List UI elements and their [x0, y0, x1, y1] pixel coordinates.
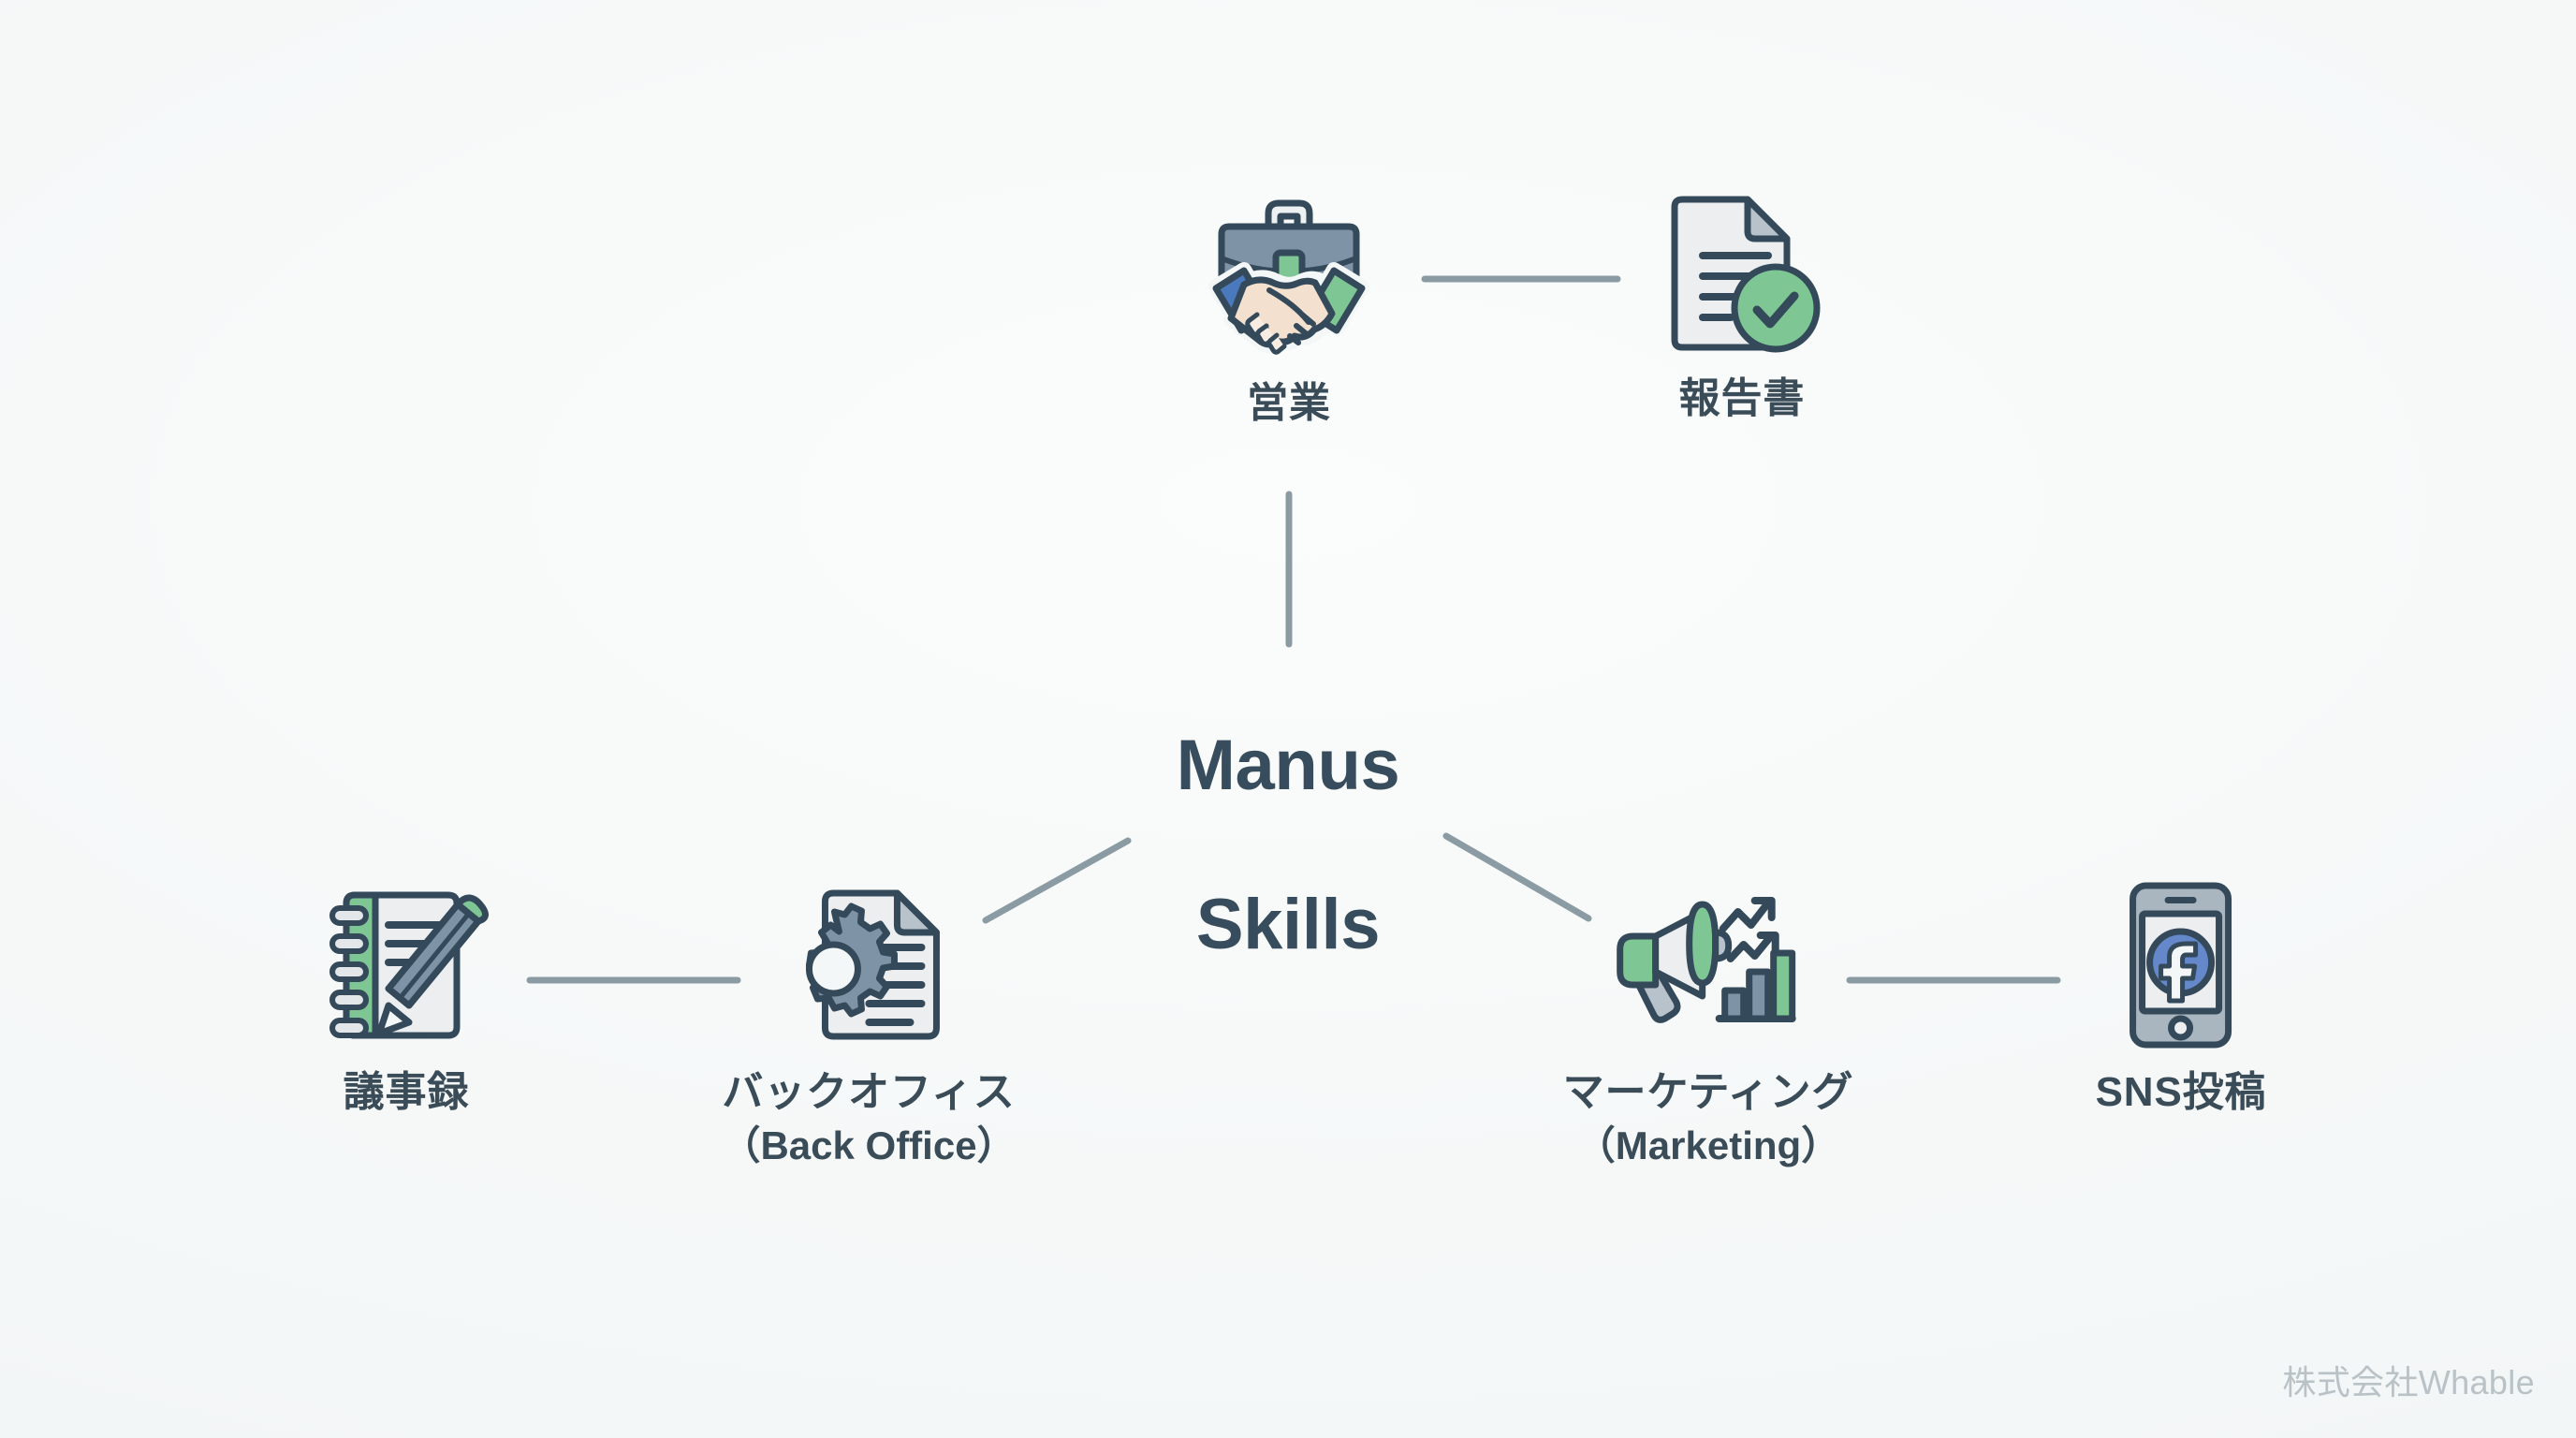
node-sublabel-marketing: （Marketing）: [1575, 1123, 1841, 1167]
notebook-pencil-icon: [317, 876, 495, 1054]
node-sales[interactable]: 営業: [1195, 178, 1383, 429]
center-title: Manus Skills: [0, 646, 2576, 1045]
watermark: 株式会社Whable: [2282, 1363, 2535, 1401]
center-title-line2: Skills: [1195, 885, 1381, 965]
node-sublabel-backoffice: （Back Office）: [721, 1123, 1017, 1167]
node-backoffice[interactable]: バックオフィス （Back Office）: [721, 876, 1017, 1169]
gear-document-icon: [775, 876, 962, 1054]
megaphone-chart-icon: [1605, 876, 1811, 1054]
node-minutes[interactable]: 議事録: [317, 876, 495, 1118]
node-label-sales: 営業: [1247, 380, 1331, 426]
center-title-line1: Manus: [1176, 726, 1400, 806]
node-report[interactable]: 報告書: [1658, 183, 1826, 424]
node-label-sns: SNS投稿: [2095, 1069, 2267, 1115]
node-label-marketing: マーケティング （Marketing）: [1563, 1067, 1854, 1169]
node-label-report: 報告書: [1678, 375, 1806, 421]
smartphone-facebook-icon: [2120, 876, 2242, 1054]
node-marketing[interactable]: マーケティング （Marketing）: [1563, 876, 1854, 1169]
node-label-minutes: 議事録: [343, 1069, 470, 1115]
document-check-icon: [1658, 183, 1826, 360]
node-sns[interactable]: SNS投稿: [2096, 876, 2267, 1118]
handshake-briefcase-icon: [1195, 178, 1383, 365]
node-label-backoffice: バックオフィス （Back Office）: [721, 1067, 1016, 1169]
